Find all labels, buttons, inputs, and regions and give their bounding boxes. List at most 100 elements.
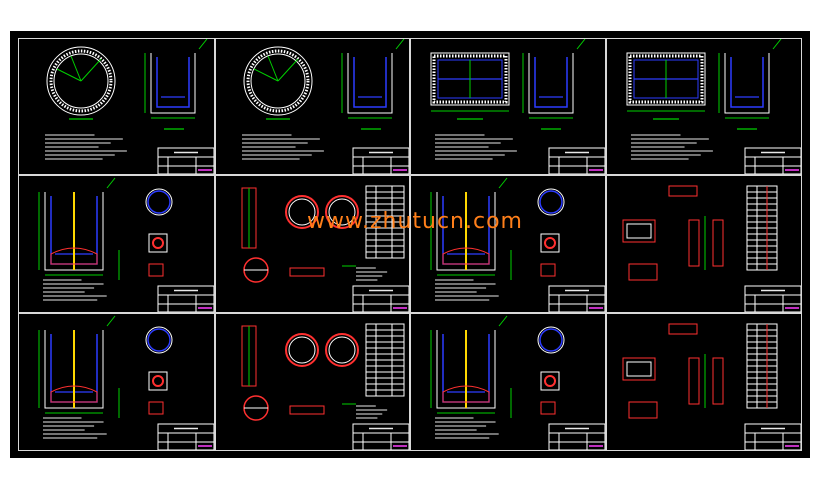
ring-detail-inner (288, 198, 316, 226)
rect-ring-detail (622, 357, 656, 381)
rebar-line (353, 57, 387, 108)
joint-detail-box (540, 401, 556, 415)
base-detail (442, 247, 490, 265)
drawing-sheet-r3c2 (215, 313, 410, 451)
title-block (744, 147, 801, 174)
rect-ring-detail (622, 219, 656, 243)
sheet-drawing (242, 39, 409, 174)
section-outline (150, 53, 196, 114)
shaft-ring-hatch (49, 49, 113, 113)
title-block (157, 423, 214, 450)
title-block (352, 147, 409, 174)
shaft-inner-ring (250, 53, 306, 109)
ring-detail (285, 333, 319, 367)
sheet-drawing (241, 323, 409, 450)
ring-detail-inner (328, 336, 356, 364)
shaft-wall-hatch (432, 54, 508, 104)
sheet-drawing (626, 39, 801, 174)
drawing-sheet-r2c1 (18, 175, 215, 313)
sheet-drawing (38, 315, 214, 450)
shaft-outer-ring (46, 46, 116, 116)
shaft-inner-ring (53, 53, 109, 109)
radius-dimension (80, 58, 102, 82)
joint-detail-box (540, 371, 560, 391)
joint-detail-box (148, 371, 168, 391)
beam-detail (668, 185, 698, 197)
drawing-sheet-r1c4 (606, 38, 802, 175)
base-detail (50, 385, 98, 403)
beam-detail (289, 267, 325, 277)
leader-line (106, 177, 116, 189)
section-ring-outline (145, 326, 173, 354)
section-ring-outline (537, 326, 565, 354)
joint-detail-ring (544, 375, 556, 387)
wall-segment-detail (712, 357, 724, 405)
leader-line (576, 39, 586, 50)
section-outline (347, 53, 393, 114)
leader-line (498, 315, 508, 327)
joint-detail-box (540, 263, 556, 277)
title-block (157, 147, 214, 174)
title-block (352, 423, 409, 450)
leader-line (772, 39, 782, 50)
drawing-sheet-r2c4 (606, 175, 802, 313)
section-outline (724, 53, 770, 114)
sheet-drawing (430, 177, 605, 312)
base-detail (50, 247, 98, 265)
beam-detail (668, 323, 698, 335)
joint-detail-ring (152, 375, 164, 387)
leader-line (498, 177, 508, 189)
title-block (157, 285, 214, 312)
title-block (352, 285, 409, 312)
title-block (548, 285, 605, 312)
rebar-line (156, 57, 190, 108)
section-ring-rebar (147, 190, 171, 214)
title-block (744, 423, 801, 450)
sheet-drawing (430, 315, 605, 450)
joint-detail-ring (152, 237, 164, 249)
wall-segment-detail (712, 219, 724, 267)
drawing-sheet-r3c4 (606, 313, 802, 451)
radius-dimension (56, 68, 82, 82)
drawing-sheet-r1c3 (410, 38, 606, 175)
rebar-line (730, 57, 764, 108)
sheet-drawing (241, 185, 409, 312)
section-ring-rebar (147, 328, 171, 352)
ring-detail-inner (288, 336, 316, 364)
joint-detail-box (148, 233, 168, 253)
sheet-drawing (430, 39, 605, 174)
sheet-drawing (38, 177, 214, 312)
radius-dimension (277, 58, 299, 82)
leader-line (198, 39, 208, 50)
title-block (744, 285, 801, 312)
shaft-wall-hatch (628, 54, 704, 104)
section-ring-outline (145, 188, 173, 216)
wall-segment-detail (688, 357, 700, 405)
drawing-sheet-r2c3 (410, 175, 606, 313)
section-ring-rebar (539, 190, 563, 214)
plan-detail-box (628, 263, 658, 281)
joint-detail-box (148, 401, 164, 415)
shaft-outer-wall (430, 52, 510, 106)
ring-detail (325, 195, 359, 229)
radius-dimension (267, 55, 279, 82)
leader-line (395, 39, 405, 50)
leader-line (106, 315, 116, 327)
title-block (548, 423, 605, 450)
drawing-sheet-r2c2 (215, 175, 410, 313)
base-detail (442, 385, 490, 403)
sheet-drawing (45, 39, 214, 174)
title-block (548, 147, 605, 174)
drawing-sheet-r1c2 (215, 38, 410, 175)
wall-segment-detail (688, 219, 700, 267)
plan-detail-box (628, 401, 658, 419)
drawing-sheet-r3c3 (410, 313, 606, 451)
sheet-drawing (622, 185, 801, 312)
rect-ring-inner (626, 361, 652, 377)
section-ring-outline (537, 188, 565, 216)
sheet-drawing (622, 323, 801, 450)
section-ring-rebar (539, 328, 563, 352)
drawing-sheet-r1c1 (18, 38, 215, 175)
drawing-sheet-r3c1 (18, 313, 215, 451)
joint-detail-box (148, 263, 164, 277)
